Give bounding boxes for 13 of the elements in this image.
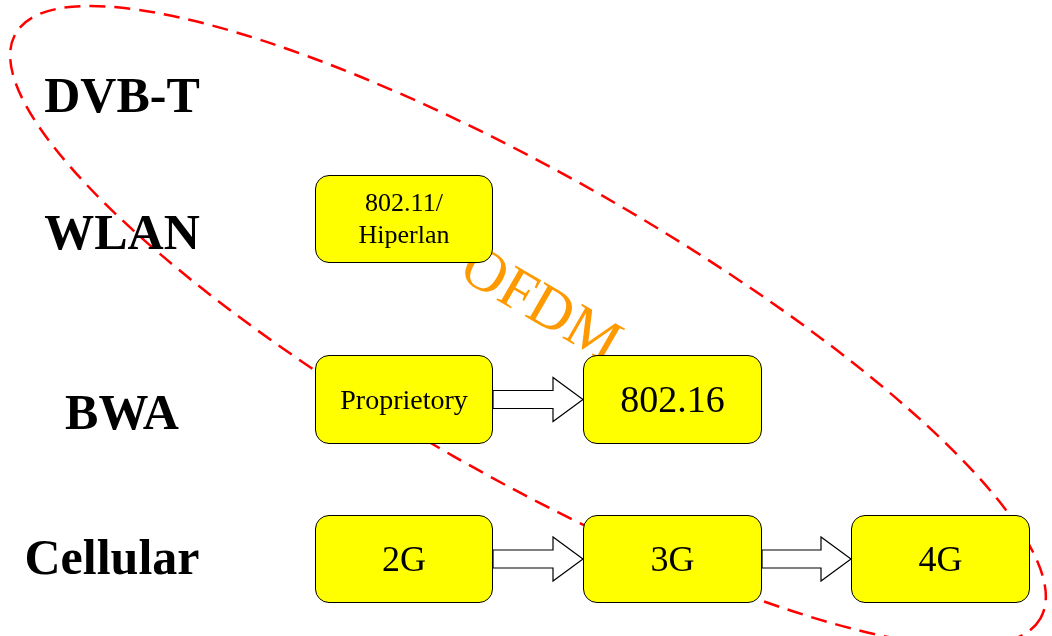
row-label: WLAN [44, 207, 200, 257]
block-arrow [492, 535, 584, 583]
standard-box: Proprietory [315, 355, 493, 444]
standard-box: 3G [583, 515, 762, 603]
block-arrow [492, 376, 584, 423]
row-label: DVB-T [44, 70, 200, 120]
standard-box: 4G [851, 515, 1030, 603]
row-label: Cellular [24, 532, 200, 582]
standard-box: 802.11/ Hiperlan [315, 175, 493, 263]
block-arrow [761, 535, 852, 583]
standard-box: 802.16 [583, 355, 762, 444]
row-label: BWA [65, 387, 179, 437]
standard-box: 2G [315, 515, 493, 603]
